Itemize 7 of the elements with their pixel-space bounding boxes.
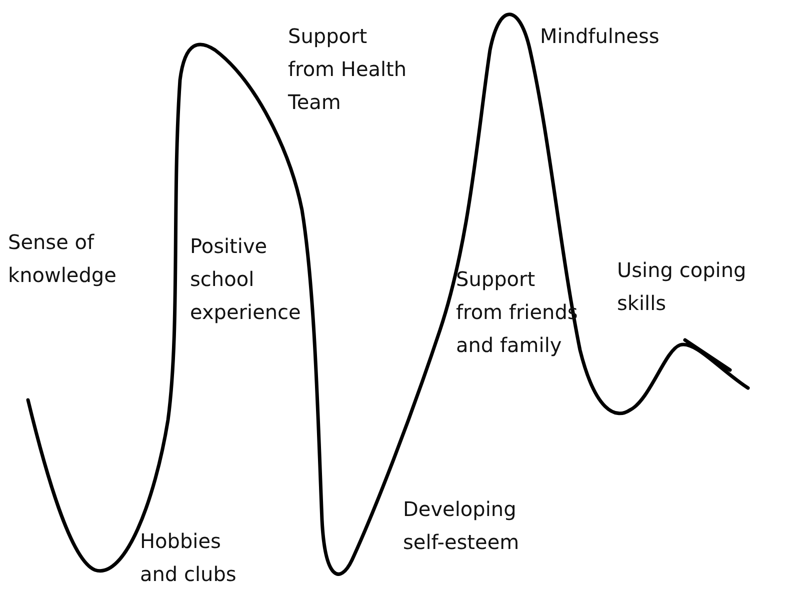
curve-label: Positive school experience xyxy=(190,233,302,326)
curve-label: Using coping skills xyxy=(617,257,748,317)
curve-label: Mindfulness xyxy=(540,23,660,50)
curve-label: Developing self-esteem xyxy=(403,496,520,556)
curve-label: Sense of knowledge xyxy=(8,229,118,289)
curve-label: Hobbies and clubs xyxy=(140,528,238,588)
curve-label: Support from Health Team xyxy=(288,23,408,116)
